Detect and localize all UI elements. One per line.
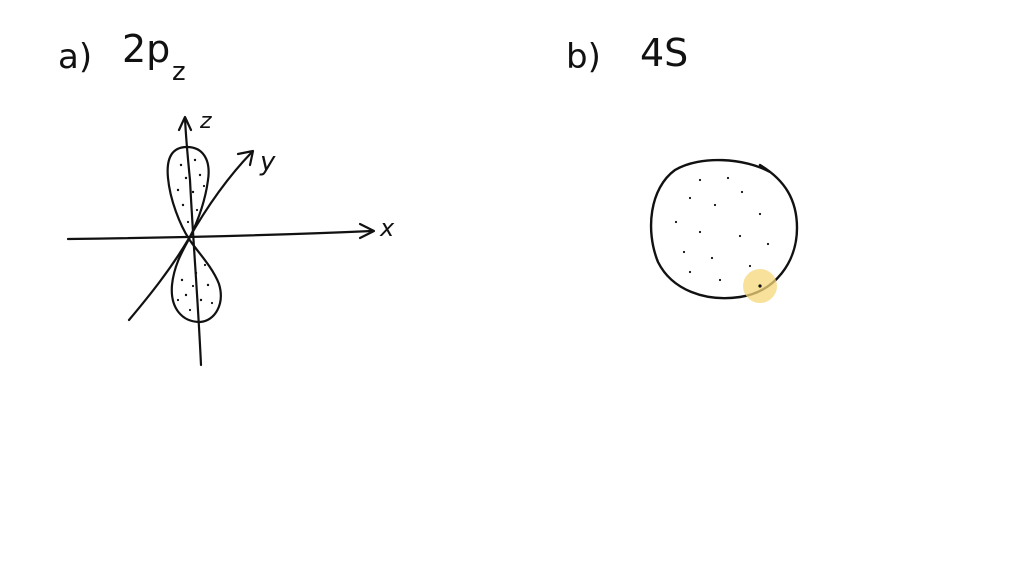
part-a-label: a) (58, 37, 92, 77)
z-axis-label: z (199, 109, 212, 134)
upper-lobe (166, 145, 210, 241)
lower-lobe (170, 237, 222, 324)
s-orbital-stippling (674, 176, 770, 282)
x-axis-label: x (379, 214, 395, 242)
orbital-a-main: 2p (122, 27, 170, 71)
part-b-label: b) (566, 37, 601, 77)
pen-cursor-dot (758, 284, 762, 288)
y-axis-label: y (259, 147, 276, 177)
z-axis-arrowhead (177, 115, 193, 132)
x-axis-line (66, 229, 374, 241)
x-axis-arrowhead (358, 222, 376, 240)
orbital-b-label: 4S (640, 31, 688, 75)
z-axis-line (183, 116, 203, 367)
s-orbital-diagram (649, 158, 799, 300)
s-orbital-circle (649, 158, 799, 300)
y-axis-arrowhead (236, 149, 255, 167)
orbital-a-subscript: z (172, 57, 186, 87)
lobe-stippling (176, 158, 214, 312)
p-orbital-diagram (66, 115, 376, 367)
